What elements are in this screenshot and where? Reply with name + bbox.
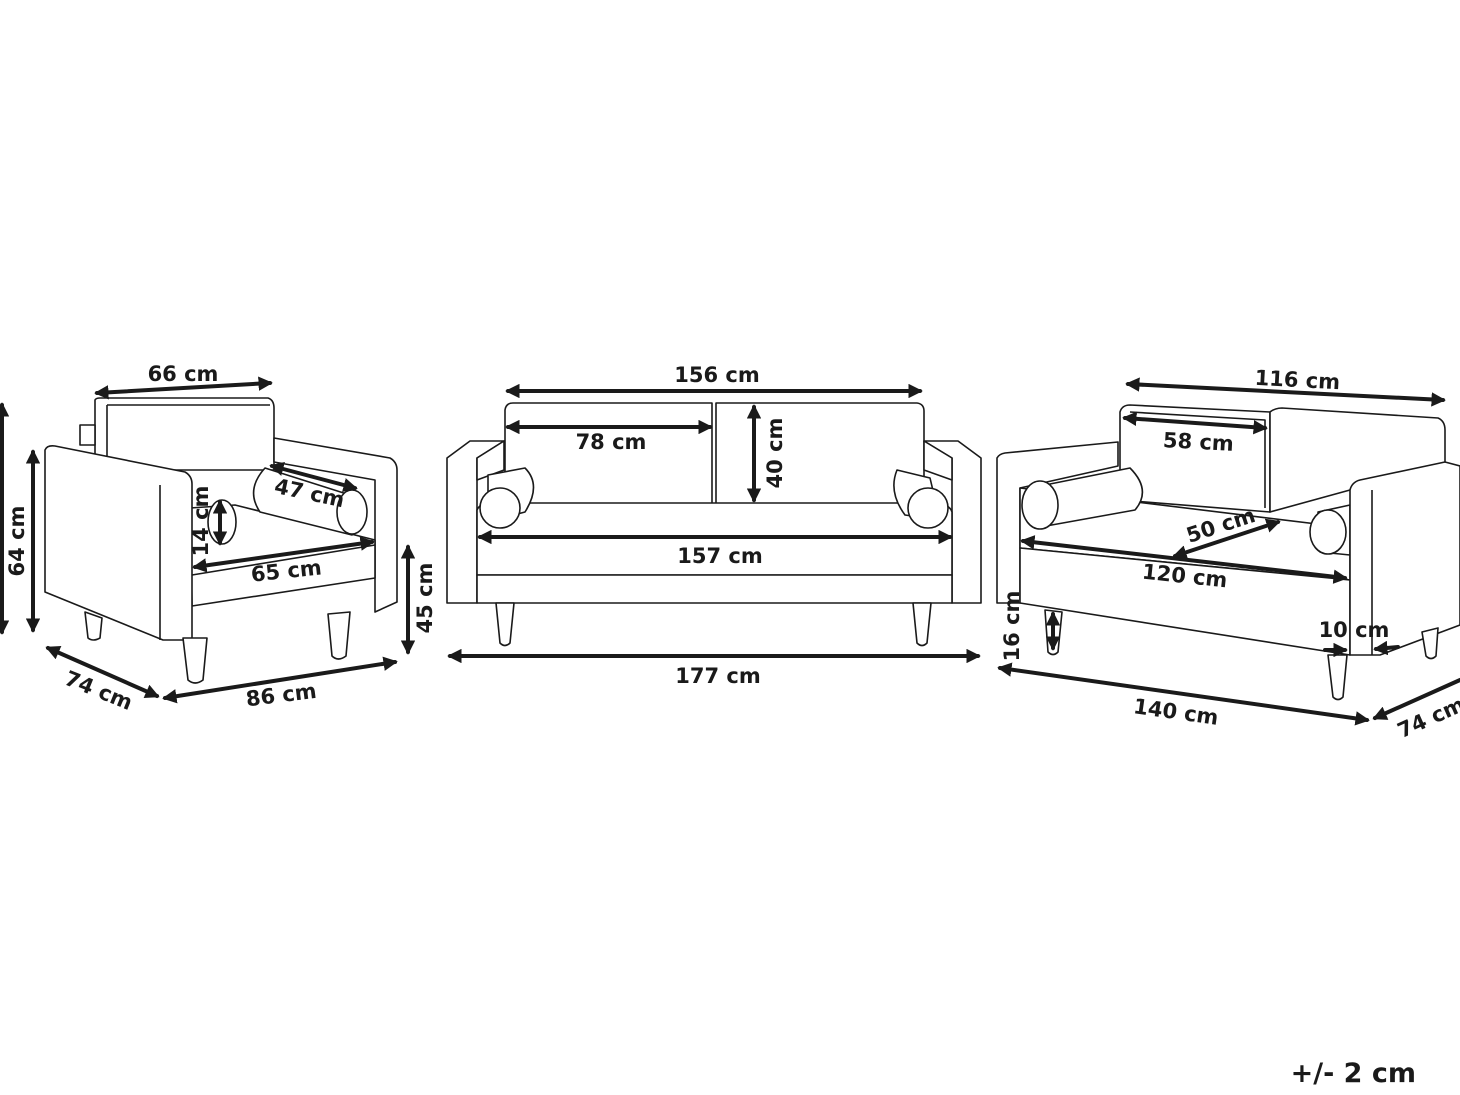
label-sofa-front-seat-width: 157 cm [677,544,762,568]
label-sofa-angled-leg-height: 16 cm [1000,591,1024,662]
sofa-angled-dimension-arrows [997,377,1460,726]
label-sofa-front-back-width: 156 cm [674,363,759,387]
tolerance-note: +/- 2 cm [1291,1058,1416,1089]
sofa-front-dimension-arrows [447,383,981,664]
label-sofa-front-total-width: 177 cm [675,664,760,688]
label-armchair-bolster-diameter: 14 cm [189,486,213,557]
label-sofa-angled-back-width: 116 cm [1254,366,1341,394]
label-armchair-seat-height: 45 cm [413,563,437,634]
sofa-front-drawing [446,402,982,647]
label-armchair-depth: 74 cm [61,666,136,715]
label-sofa-angled-depth: 74 cm [1394,692,1460,743]
label-armchair-back-width: 66 cm [148,362,219,386]
label-sofa-angled-armrest-width: 10 cm [1319,618,1390,642]
sofa-front-labels: 156 cm 78 cm 40 cm 157 cm 177 cm [576,363,787,688]
label-sofa-front-back-height: 40 cm [763,418,787,489]
label-armchair-total-height: 64 cm [5,506,29,577]
label-sofa-angled-cushion-width: 58 cm [1162,428,1234,456]
label-sofa-front-cushion-width: 78 cm [576,430,647,454]
label-sofa-angled-total-width: 140 cm [1132,694,1220,730]
armchair-dimension-arrows [0,376,416,704]
